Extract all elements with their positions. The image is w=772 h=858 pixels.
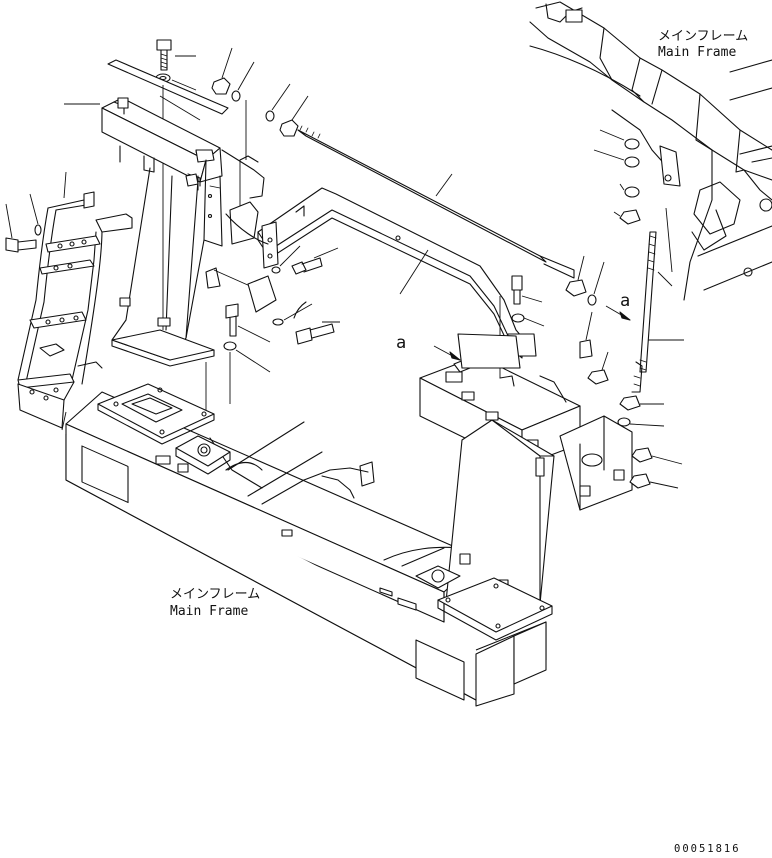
view-arrow-left <box>433 345 461 361</box>
ladder-bolts <box>5 103 100 253</box>
view-arrow-right <box>605 305 631 321</box>
top-bolt-assembly <box>107 39 229 330</box>
main-frame-label-top-jp: メインフレーム <box>658 29 748 44</box>
nut-washer-upper <box>211 47 309 160</box>
view-marker-a-right: a <box>620 291 630 311</box>
right-rod-assembly <box>511 129 684 489</box>
left-tower-support <box>101 97 265 412</box>
main-frame-lower <box>65 391 547 707</box>
view-marker-a-left: a <box>396 333 406 353</box>
main-frame-label-bottom-jp: メインフレーム <box>170 587 260 602</box>
main-frame-upper-right <box>529 1 772 301</box>
drawing-number: 00051816 <box>674 843 741 855</box>
main-frame-label-top-en: Main Frame <box>658 45 736 60</box>
bracket-bolts-center <box>205 245 340 404</box>
right-tower-support <box>415 296 633 641</box>
ladder-assembly <box>17 191 133 431</box>
main-frame-label-bottom-en: Main Frame <box>170 604 248 619</box>
left-base-plate <box>97 383 231 475</box>
long-rod <box>297 125 575 279</box>
handrail-assembly <box>225 187 537 359</box>
